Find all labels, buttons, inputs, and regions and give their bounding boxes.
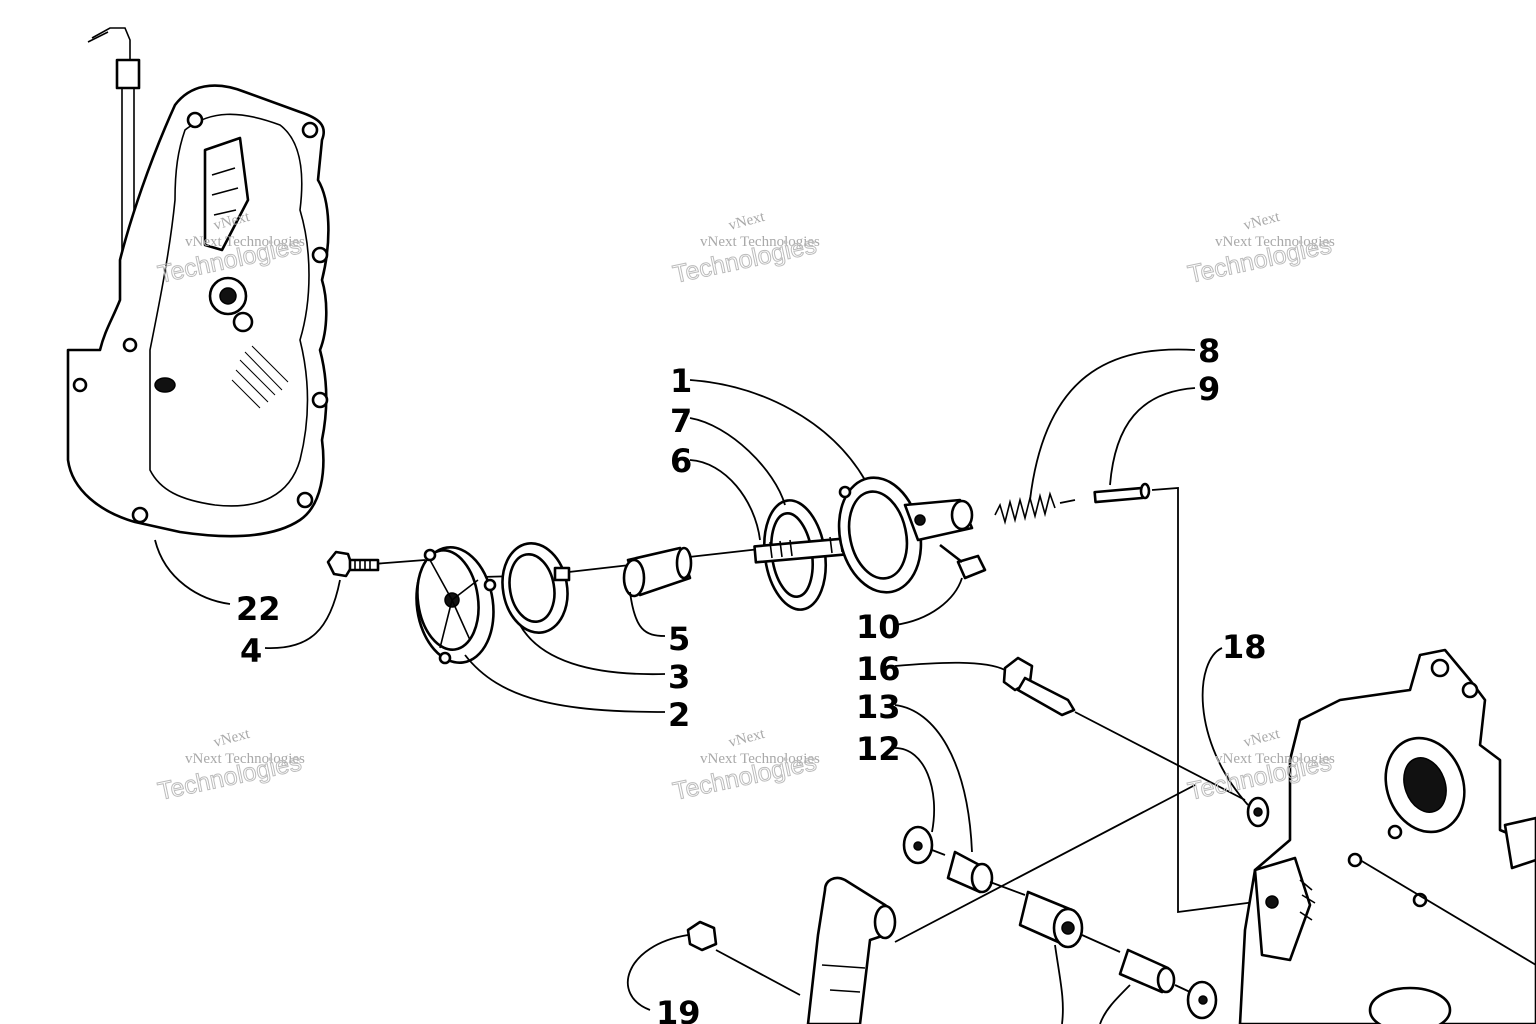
spacer-small	[1118, 948, 1218, 1020]
watermark-2: vNext vNext Technologies Technologies	[670, 209, 820, 290]
callout-8: 8	[1198, 332, 1220, 370]
watermark-brand: vNext	[1242, 209, 1282, 234]
callout-22: 22	[236, 590, 281, 628]
part-22-chaincase-housing	[66, 27, 330, 538]
callout-5: 5	[668, 620, 690, 658]
watermark-brand: vNext	[1242, 726, 1282, 751]
callout-numbers: 1 2 3 4 5 6 7 8 9 10 12 13 16 18 19 22	[236, 332, 1267, 1024]
part-4-bolt	[326, 550, 380, 578]
watermark-line: vNext Technologies	[700, 751, 820, 767]
callout-1: 1	[670, 362, 692, 400]
watermark-line: vNext Technologies	[185, 234, 305, 250]
part-10-screw	[939, 543, 987, 580]
callout-9: 9	[1198, 370, 1220, 408]
part-13-bushing	[946, 850, 1026, 896]
watermark-5: vNext vNext Technologies Technologies	[670, 726, 820, 807]
callout-10: 10	[856, 608, 901, 646]
watermark-line: vNext Technologies	[700, 234, 820, 250]
gearcase-right	[1238, 648, 1536, 1024]
callout-13: 13	[856, 688, 901, 726]
part-1-cam	[837, 476, 974, 594]
callout-18: 18	[1222, 628, 1267, 666]
callout-12: 12	[856, 730, 901, 768]
callout-6: 6	[670, 442, 692, 480]
watermarks: vNext vNext Technologies Technologies vN…	[155, 209, 1335, 807]
callout-7: 7	[670, 402, 692, 440]
bracket-arm	[806, 784, 1196, 1024]
part-12-washer	[902, 825, 946, 865]
callout-16: 16	[856, 650, 901, 688]
part-3-ring	[501, 542, 571, 634]
part-16-bolt	[1002, 656, 1246, 801]
watermark-line: vNext Technologies	[1215, 234, 1335, 250]
watermark-line: vNext Technologies	[185, 751, 305, 767]
callout-4: 4	[240, 632, 262, 670]
watermark-3: vNext vNext Technologies Technologies	[1185, 209, 1335, 290]
part-9-pin	[1093, 482, 1256, 914]
bushing-large	[1018, 890, 1121, 953]
leader-lines	[154, 348, 1249, 1024]
watermark-brand: vNext	[727, 209, 767, 234]
watermark-line: vNext Technologies	[1215, 751, 1335, 767]
watermark-4: vNext vNext Technologies Technologies	[155, 726, 305, 807]
callout-2: 2	[668, 696, 690, 734]
watermark-brand: vNext	[212, 726, 252, 751]
callout-19: 19	[656, 994, 701, 1024]
part-8-spring	[994, 491, 1076, 526]
shaft-centerline	[359, 548, 761, 578]
part-18-washer	[1246, 796, 1270, 828]
part-5-sleeve	[622, 546, 693, 598]
part-2-flange	[415, 546, 497, 665]
callout-3: 3	[668, 658, 690, 696]
watermark-brand: vNext	[727, 726, 767, 751]
part-19-nut	[686, 920, 801, 996]
